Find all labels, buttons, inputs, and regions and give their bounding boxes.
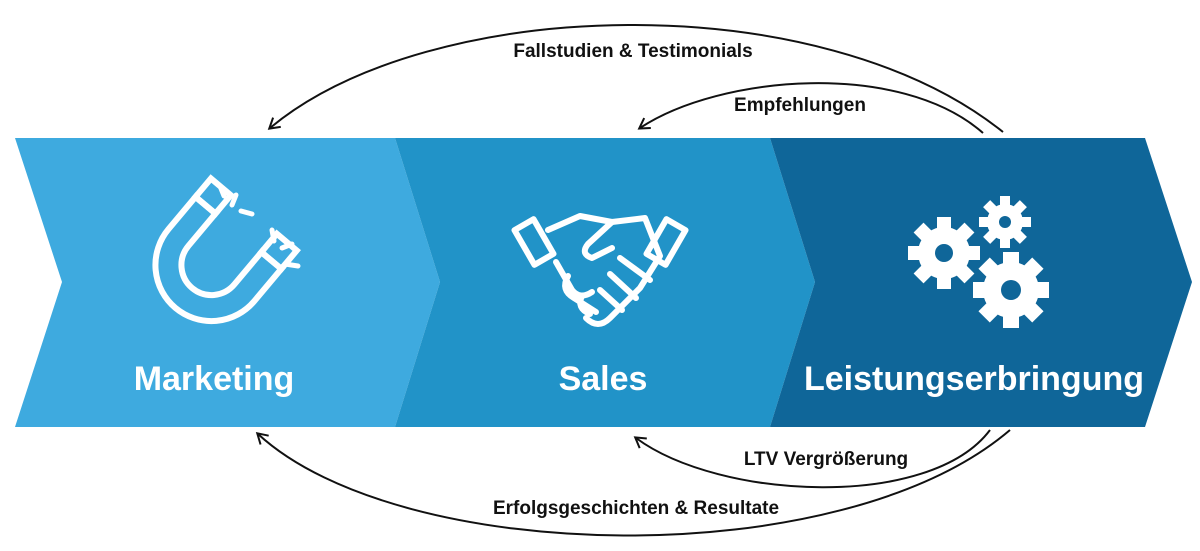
arc-bottom-inner: [633, 429, 991, 489]
handshake-icon: [511, 213, 689, 327]
label-ltv: LTV Vergrößerung: [744, 449, 908, 470]
stage-marketing: [15, 138, 440, 427]
arc-bottom-outer: [255, 429, 1011, 537]
label-case-studies: Fallstudien & Testimonials: [513, 41, 752, 62]
stage-delivery-label: Leistungserbringung: [804, 360, 1144, 398]
stage-marketing-label: Marketing: [134, 360, 295, 398]
stage-sales: [395, 138, 815, 427]
stage-sales-chevron: [395, 138, 815, 427]
stage-sales-label: Sales: [559, 360, 648, 398]
stage-marketing-chevron: [15, 138, 440, 427]
arc-top-inner: [637, 82, 984, 134]
label-referrals: Empfehlungen: [734, 95, 866, 116]
arc-top-outer: [267, 24, 1004, 133]
magnet-spark-icon: [217, 183, 301, 269]
magnet-icon: [152, 174, 301, 325]
label-success-stories: Erfolgsgeschichten & Resultate: [493, 498, 779, 519]
